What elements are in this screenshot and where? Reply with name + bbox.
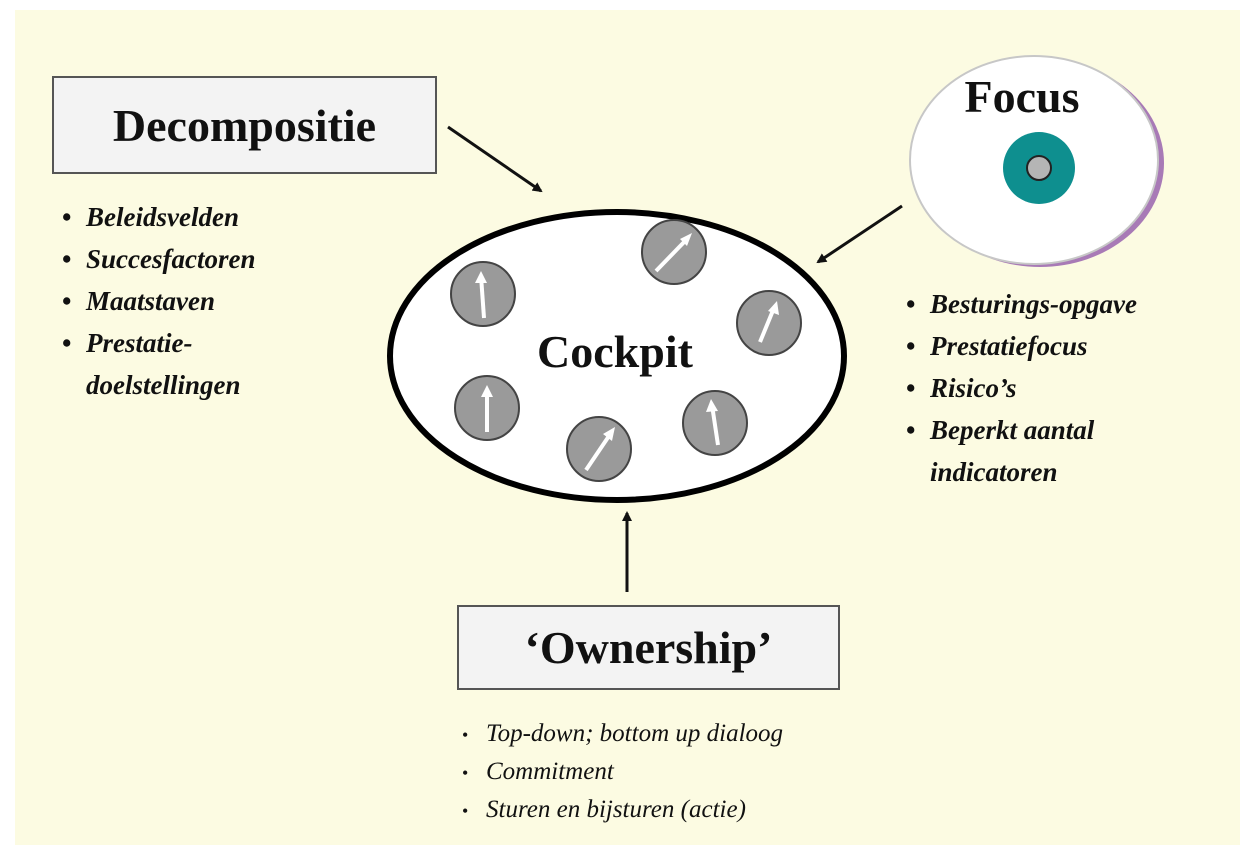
list-item: Prestatiefocus bbox=[906, 325, 1226, 367]
cockpit-title: Cockpit bbox=[537, 326, 693, 377]
focus-list: Besturings-opgave Prestatiefocus Risico’… bbox=[906, 283, 1226, 493]
list-item: Maatstaven bbox=[62, 280, 342, 322]
ownership-box: ‘Ownership’ bbox=[457, 605, 840, 690]
gauge-icon bbox=[736, 290, 802, 356]
arrow-focus-to-cockpit bbox=[816, 204, 903, 264]
list-item: Prestatie-doelstellingen bbox=[62, 322, 342, 406]
gauge-icon bbox=[454, 375, 520, 441]
target-icon-center bbox=[1026, 155, 1052, 181]
gauge-icon bbox=[450, 261, 516, 327]
decompositie-box: Decompositie bbox=[52, 76, 437, 174]
ownership-list: Top-down; bottom up dialoog Commitment S… bbox=[462, 715, 922, 830]
list-item: Commitment bbox=[462, 753, 922, 792]
list-item: Beleidsvelden bbox=[62, 196, 342, 238]
decompositie-list: Beleidsvelden Succesfactoren Maatstaven … bbox=[62, 196, 342, 406]
gauge-icon bbox=[641, 219, 707, 285]
arrow-decompositie-to-cockpit bbox=[447, 125, 543, 193]
list-item: Beperkt aantal indicatoren bbox=[906, 409, 1226, 493]
focus-title: Focus bbox=[964, 71, 1080, 122]
gauge-icon bbox=[682, 390, 748, 456]
decompositie-title: Decompositie bbox=[112, 99, 377, 151]
list-item: Besturings-opgave bbox=[906, 283, 1226, 325]
list-item: Sturen en bijsturen (actie) bbox=[462, 791, 922, 830]
gauge-icon bbox=[566, 416, 632, 482]
ownership-title: ‘Ownership’ bbox=[524, 622, 773, 673]
list-item: Succesfactoren bbox=[62, 238, 342, 280]
list-item: Top-down; bottom up dialoog bbox=[462, 715, 922, 754]
list-item: Risico’s bbox=[906, 367, 1226, 409]
